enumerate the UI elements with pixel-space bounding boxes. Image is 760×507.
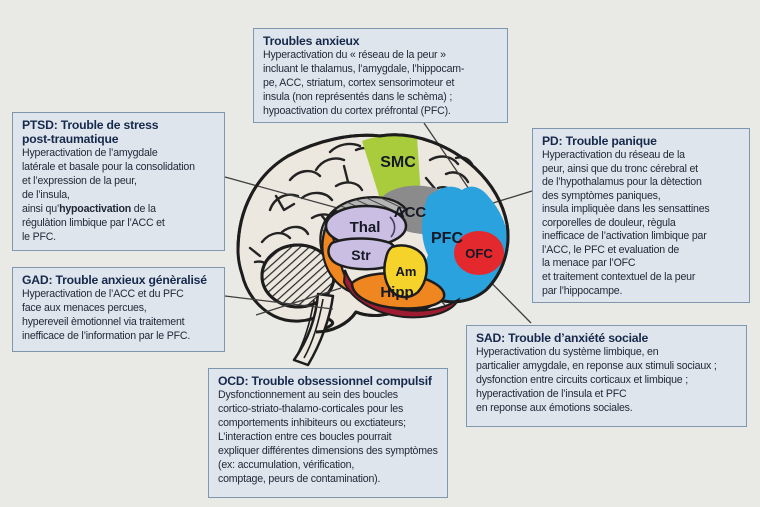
ptsd-body-pre: Hyperactivation de l’amygdale latérale e… — [22, 147, 195, 215]
info-box-body: Hyperactivation de l’amygdale latérale e… — [22, 147, 215, 245]
region-label-thal: Thal — [350, 219, 381, 236]
info-box-body: Hyperactivation de l’ACC et du PFC face … — [22, 288, 191, 342]
leader-line-cerebellum — [255, 287, 342, 316]
region-label-am: Am — [396, 264, 417, 279]
region-label-hipp: Hipp — [380, 284, 413, 301]
info-box-title: Troubles anxieux — [263, 34, 360, 48]
info-box-title: GAD: Trouble anxieux génèralisé — [22, 273, 207, 287]
brainstem-fold-lines — [295, 298, 324, 359]
leader-line-anxiety — [423, 122, 470, 190]
region-am — [383, 244, 428, 299]
brainstem — [292, 292, 335, 367]
region-label-str: Str — [351, 247, 371, 263]
info-box-body: Dysfonctionnement au sein des boucles co… — [218, 389, 438, 485]
leader-line-ptsd — [224, 176, 353, 213]
leader-line-gad — [224, 295, 334, 310]
info-box-body: Hyperactivation du réseau de la peur, ai… — [542, 149, 710, 297]
info-box-body: Hyperactivation du système limbique, en … — [476, 346, 717, 414]
info-box-ptsd: PTSD: Trouble de stress post-traumatique… — [12, 112, 225, 251]
thal-inner-fold — [389, 216, 396, 238]
region-label-ofc: OFC — [465, 246, 493, 261]
region-smc — [362, 134, 421, 199]
info-box-sad: SAD: Trouble d’anxiété sociale Hyperacti… — [466, 325, 747, 427]
region-label-smc: SMC — [380, 154, 416, 171]
info-box-title: PTSD: Trouble de stress post-traumatique — [22, 118, 159, 147]
region-label-pfc: PFC — [431, 230, 463, 247]
info-box-title: PD: Trouble panique — [542, 134, 657, 148]
region-ofc — [454, 231, 504, 275]
region-label-acc: ACC — [394, 204, 427, 221]
info-box-body: Hyperactivation du « réseau de la peur »… — [263, 49, 465, 117]
info-box-title: SAD: Trouble d’anxiété sociale — [476, 331, 649, 345]
info-box-troubles-anxieux: Troubles anxieux Hyperactivation du « ré… — [253, 28, 508, 123]
info-box-pd: PD: Trouble panique Hyperactivation du r… — [532, 128, 750, 303]
info-box-ocd: OCD: Trouble obsessionnel compulsif Dysf… — [208, 368, 448, 498]
info-box-gad: GAD: Trouble anxieux génèralisé Hyperact… — [12, 267, 225, 352]
info-box-title: OCD: Trouble obsessionnel compulsif — [218, 374, 432, 388]
ptsd-body-bold: hypoactivation — [59, 202, 132, 215]
ptsd-body-post: de la régulàtion limbique par l’ACC et l… — [22, 202, 165, 243]
